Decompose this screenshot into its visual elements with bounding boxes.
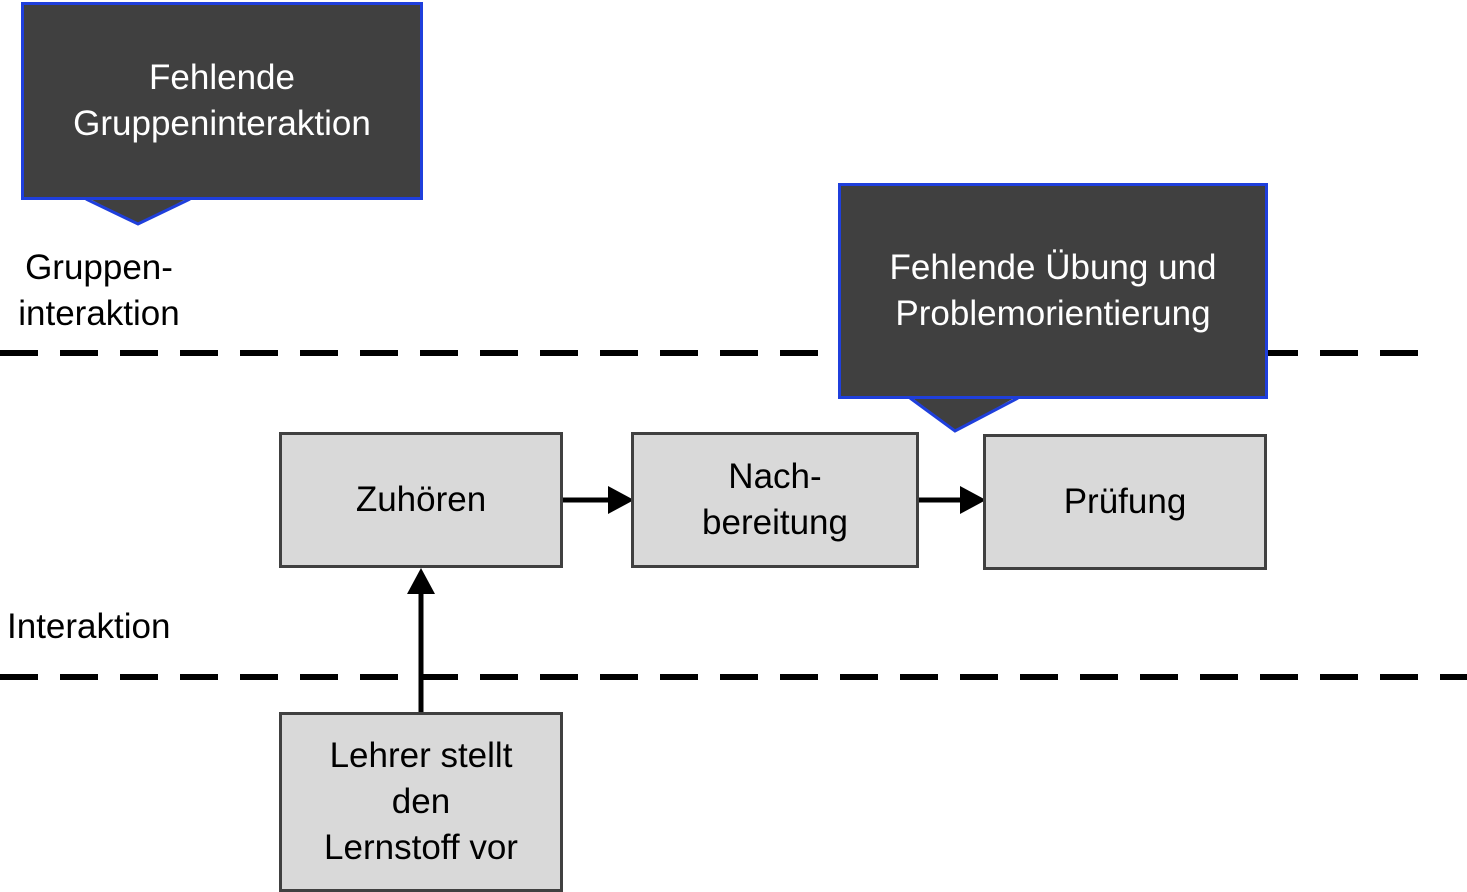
step-label: Prüfung	[1063, 482, 1187, 521]
callout-pointer-1	[86, 197, 190, 224]
step-label: Lehrer stellt den Lernstoff vor	[324, 736, 518, 867]
callout-missing-group-interaction: Fehlende Gruppeninteraktion	[21, 2, 423, 200]
arrowhead-1	[608, 486, 634, 514]
step-box-lehrer: Lehrer stellt den Lernstoff vor	[279, 712, 563, 892]
step-label: Nach- bereitung	[702, 457, 848, 542]
callout-pointer-2	[910, 396, 1018, 431]
step-box-nachbereitung: Nach- bereitung	[631, 432, 919, 568]
lane-label-group-interaction: Gruppen- interaktion	[18, 248, 180, 333]
lane-label-interaction: Interaktion	[7, 607, 171, 646]
callout-pointer-2-border	[909, 396, 1019, 433]
step-box-pruefung: Prüfung	[983, 434, 1267, 570]
callout-text: Fehlende Gruppeninteraktion	[73, 58, 371, 143]
step-box-zuhoeren: Zuhören	[279, 432, 563, 568]
callout-pointer-1-border	[85, 197, 191, 226]
callout-missing-practice: Fehlende Übung und Problemorientierung	[838, 183, 1268, 399]
arrowhead-2	[960, 486, 986, 514]
arrowhead-3	[407, 568, 435, 594]
callout-text: Fehlende Übung und Problemorientierung	[889, 248, 1217, 333]
step-label: Zuhören	[355, 480, 487, 519]
